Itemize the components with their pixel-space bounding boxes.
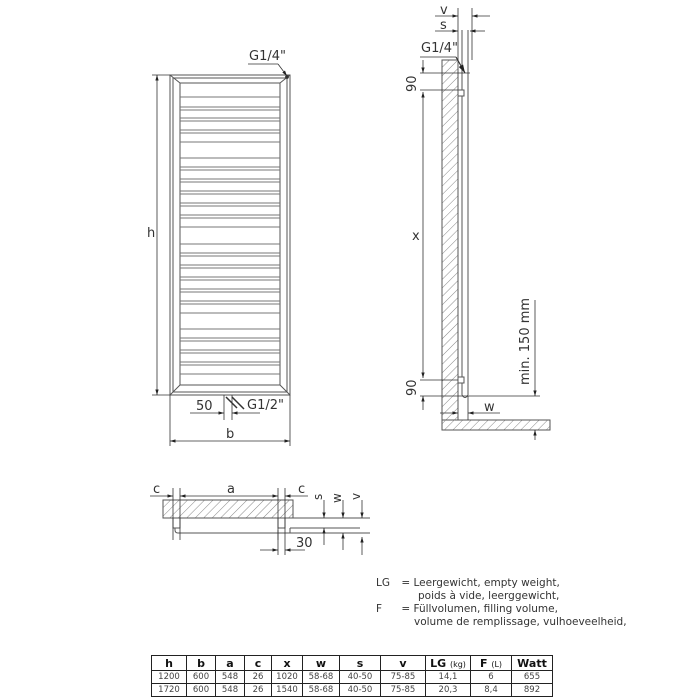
cell-watt: 892	[511, 683, 553, 697]
table-row: 1720 600 548 26 1540 58-68 40-50 75-85 2…	[151, 683, 553, 697]
legend-lg-line1: = Leergewicht, empty weight,	[401, 577, 560, 589]
dimension-label-s-top: s	[311, 493, 325, 500]
dimension-label-w-top: w	[330, 493, 344, 503]
dimension-label-c-right: c	[298, 482, 306, 497]
legend-lg-row: LG = Leergewicht, empty weight,	[376, 577, 627, 590]
cell-v: 75-85	[380, 683, 426, 697]
column-header-s: s	[339, 655, 381, 671]
dimension-label-w-side: w	[484, 400, 495, 415]
legend-f-line1: = Füllvolumen, filling volume,	[401, 603, 558, 615]
column-header-c: c	[244, 655, 272, 671]
dimension-label-50: 50	[196, 399, 213, 414]
cell-a: 548	[215, 670, 245, 684]
cell-s: 40-50	[339, 683, 381, 697]
column-header-v: v	[380, 655, 426, 671]
legend-f-key: F	[376, 603, 383, 615]
top-view-dimensions	[150, 488, 364, 555]
cell-x: 1020	[271, 670, 303, 684]
cell-lg: 20,3	[425, 683, 471, 697]
legend-f-line2: volume de remplissage, vulhoeveelheid,	[414, 616, 627, 628]
dimension-label-v-side: v	[440, 3, 448, 18]
spec-table: h b a c x w s v LG (kg) F (L) Watt 1200 …	[151, 655, 553, 697]
column-header-b: b	[186, 655, 216, 671]
column-header-lg: LG (kg)	[425, 655, 471, 671]
column-header-w: w	[302, 655, 340, 671]
dimension-label-s-side: s	[440, 18, 447, 33]
dimension-label-a: a	[227, 482, 235, 497]
cell-h: 1720	[151, 683, 187, 697]
connection-label-g12: G1/2"	[247, 398, 284, 413]
cell-watt: 655	[511, 670, 553, 684]
legend-lg-key: LG	[376, 577, 390, 589]
cell-b: 600	[186, 683, 216, 697]
column-header-x: x	[271, 655, 303, 671]
cell-w: 58-68	[302, 670, 340, 684]
dimension-label-90-top: 90	[405, 75, 420, 92]
table-row: 1200 600 548 26 1020 58-68 40-50 75-85 1…	[151, 670, 553, 684]
front-view-dimensions	[152, 63, 291, 446]
dimension-label-c-left: c	[153, 482, 161, 497]
dimension-label-v-top: v	[349, 492, 363, 500]
dimension-label-h: h	[147, 226, 156, 241]
front-view-radiator	[169, 74, 291, 396]
cell-c: 26	[244, 683, 272, 697]
cell-b: 600	[186, 670, 216, 684]
cell-a: 548	[215, 683, 245, 697]
side-view-dimensions	[420, 8, 540, 440]
legend: LG = Leergewicht, empty weight, poids à …	[376, 577, 627, 629]
column-header-watt: Watt	[511, 655, 553, 671]
column-header-f: F (L)	[470, 655, 512, 671]
legend-lg-line2: poids à vide, leerggewicht,	[418, 590, 560, 602]
dimension-label-90-bottom: 90	[405, 379, 420, 396]
cell-f: 8,4	[470, 683, 512, 697]
cell-s: 40-50	[339, 670, 381, 684]
dimension-label-b: b	[226, 427, 235, 442]
connection-label-g14-front: G1/4"	[249, 49, 286, 64]
cell-lg: 14,1	[425, 670, 471, 684]
cell-w: 58-68	[302, 683, 340, 697]
cell-v: 75-85	[380, 670, 426, 684]
legend-f-row: F = Füllvolumen, filling volume,	[376, 603, 627, 616]
connection-label-g14-side: G1/4"	[421, 41, 458, 56]
cell-c: 26	[244, 670, 272, 684]
side-view	[420, 30, 551, 431]
column-header-h: h	[151, 655, 187, 671]
column-header-a: a	[215, 655, 245, 671]
dimension-label-x: x	[412, 229, 420, 244]
cell-h: 1200	[151, 670, 187, 684]
dimension-label-min-150: min. 150 mm	[518, 297, 533, 385]
cell-x: 1540	[271, 683, 303, 697]
cell-f: 6	[470, 670, 512, 684]
top-view	[162, 499, 370, 534]
table-header-row: h b a c x w s v LG (kg) F (L) Watt	[151, 655, 553, 671]
dimension-label-30: 30	[296, 536, 313, 551]
